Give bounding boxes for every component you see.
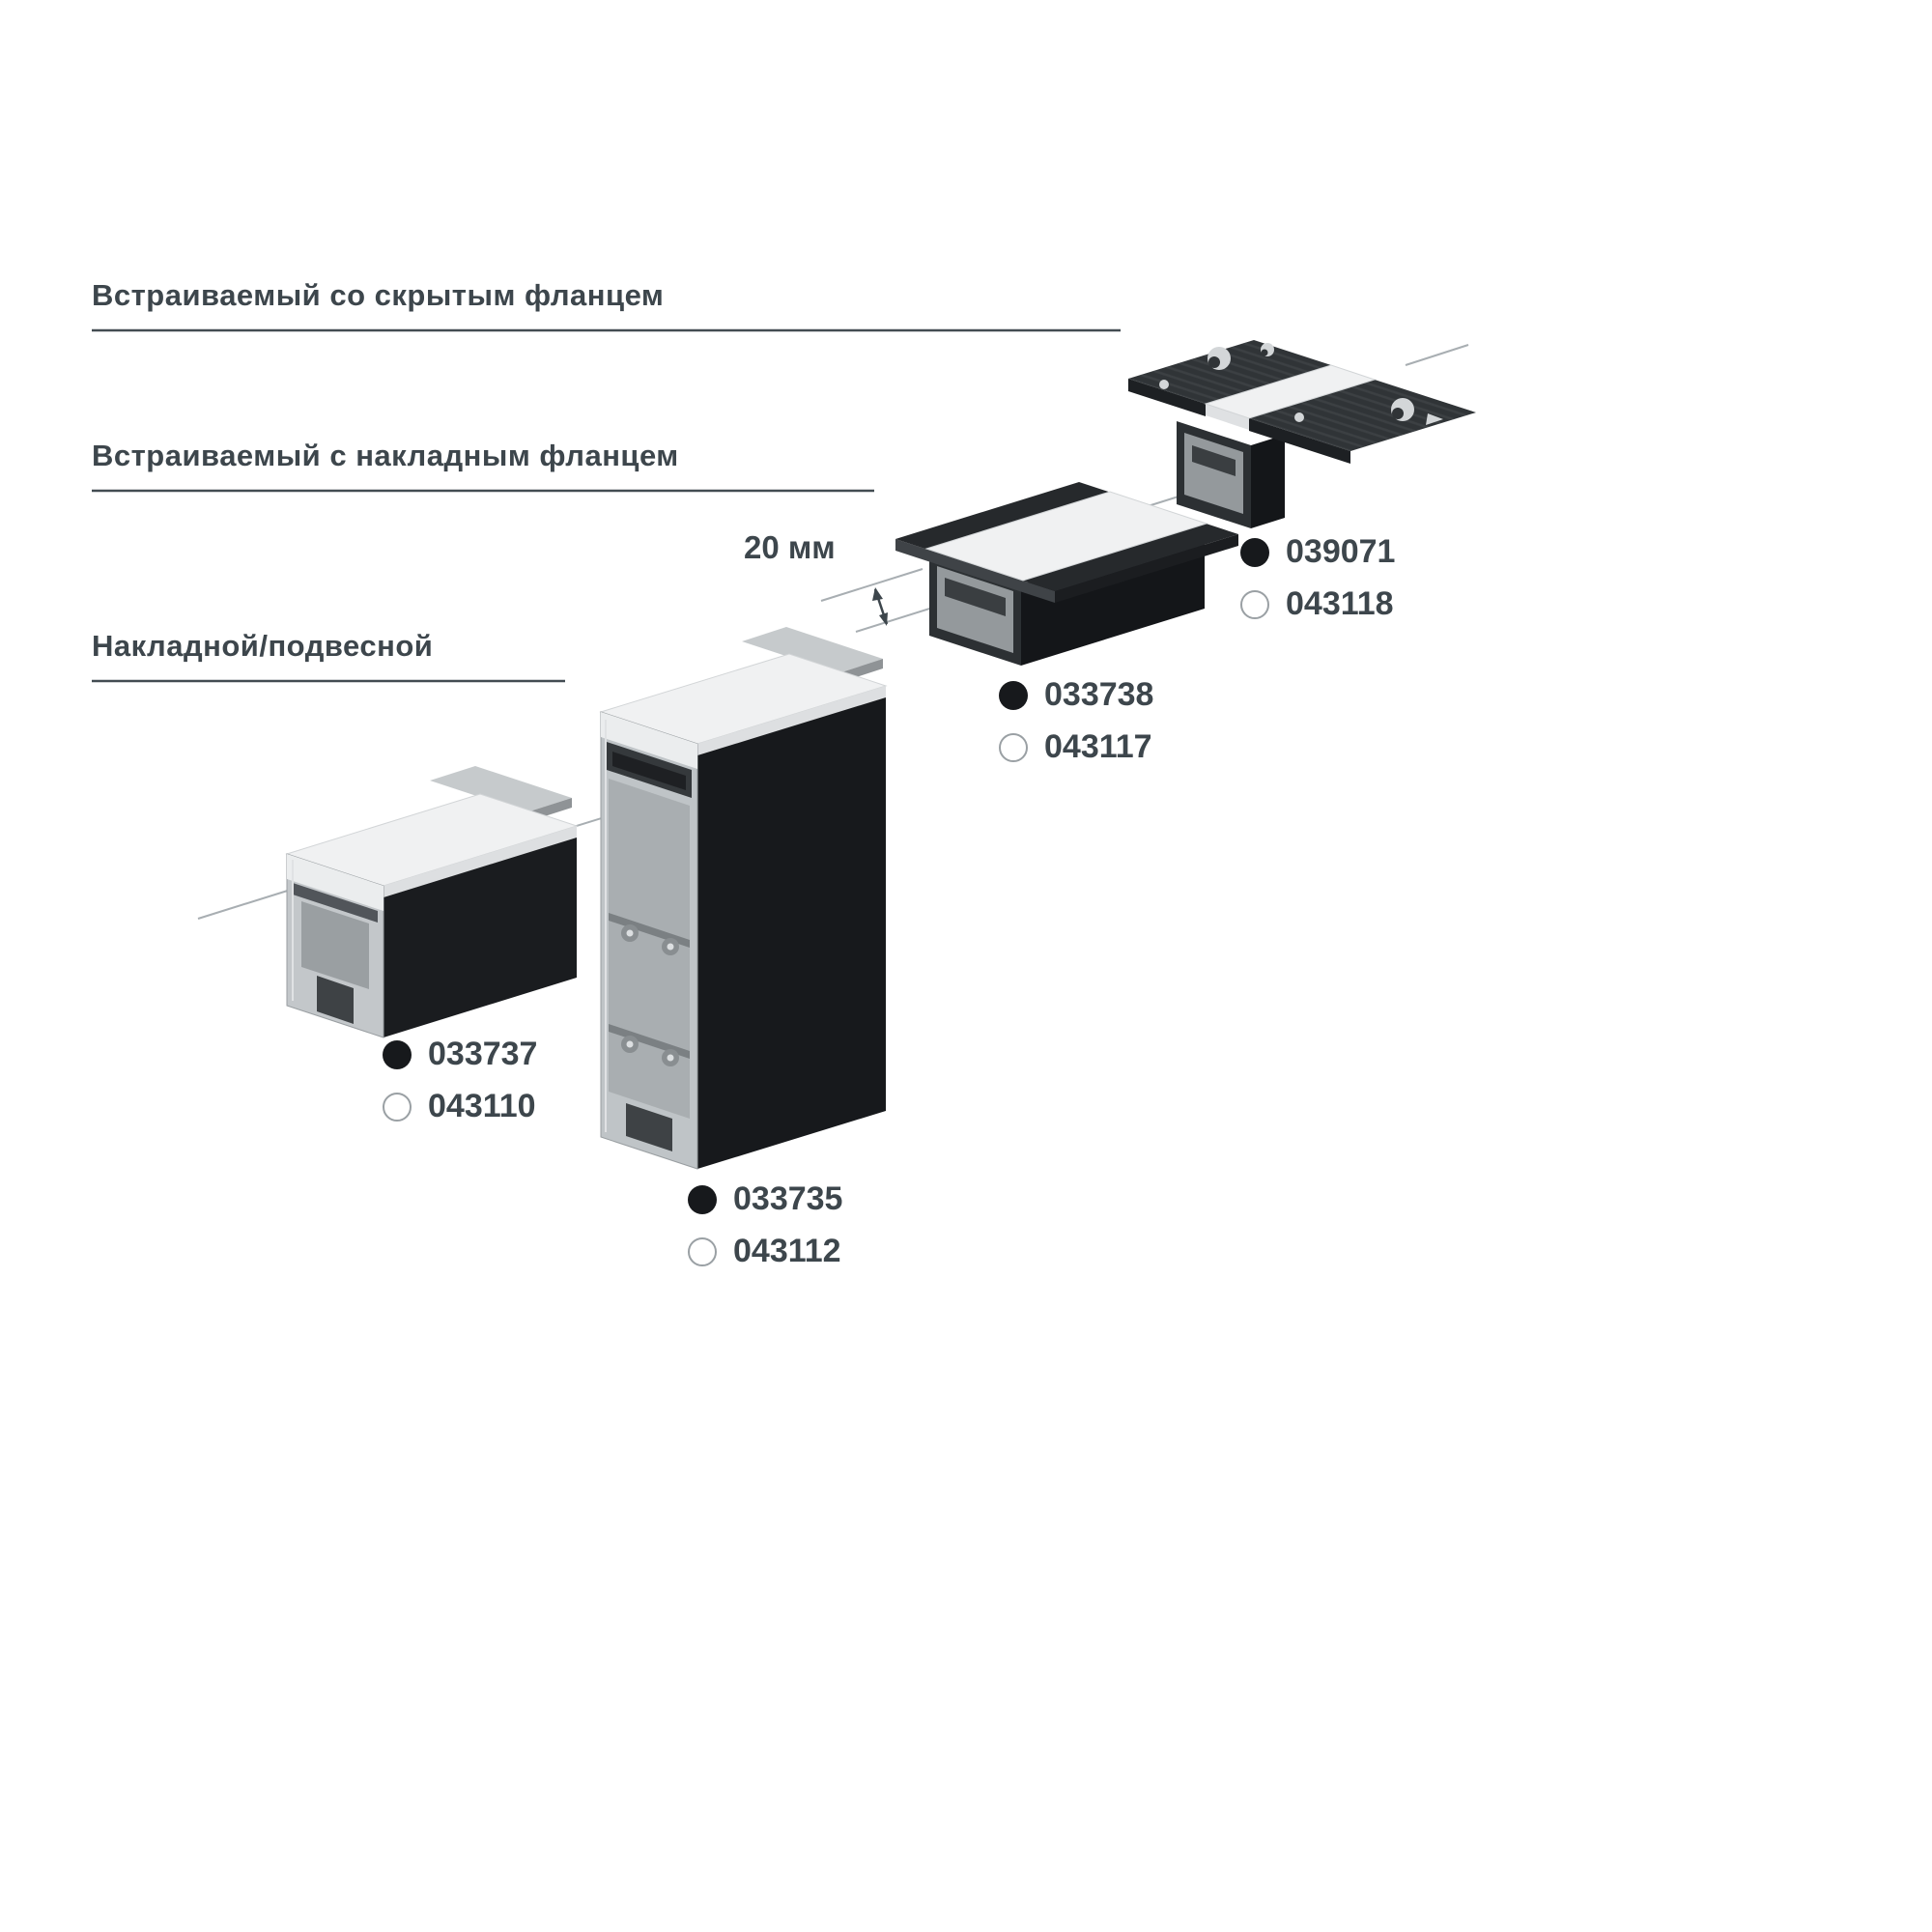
diffuser-top: [1204, 364, 1377, 419]
dimension-label: 20 мм: [744, 529, 836, 565]
black-variant-dot-icon: [999, 680, 1028, 710]
black-variant-dot-icon: [688, 1184, 717, 1214]
product-codes-039071: 039071 043118: [1240, 533, 1395, 623]
flange-front-edge: [895, 539, 1055, 603]
profile-039071-illustration: [1128, 340, 1476, 528]
product-code-black: 039071: [1286, 533, 1396, 570]
profile-033735-illustration: [599, 627, 888, 1170]
code-row-white: 043112: [688, 1233, 842, 1270]
profile-body-side: [384, 838, 577, 1037]
product-code-black: 033738: [1044, 676, 1154, 713]
code-row-black: 033737: [383, 1036, 537, 1073]
product-codes-033738: 033738 043117: [999, 676, 1153, 766]
black-variant-dot-icon: [1240, 537, 1269, 567]
code-row-black: 039071: [1240, 533, 1395, 571]
profile-body-side: [697, 697, 886, 1169]
code-row-black: 033738: [999, 676, 1153, 714]
code-row-white: 043110: [383, 1088, 537, 1125]
white-variant-dot-icon: [688, 1236, 717, 1266]
code-row-white: 043118: [1240, 585, 1395, 623]
white-variant-dot-icon: [1240, 589, 1269, 619]
diffuser-top: [924, 491, 1208, 582]
code-row-black: 033735: [688, 1180, 842, 1218]
profile-033738-illustration: [895, 482, 1238, 666]
black-variant-dot-icon: [383, 1039, 412, 1069]
profile-033737-illustration: [285, 766, 579, 1038]
code-row-white: 043117: [999, 728, 1153, 766]
product-codes-033737: 033737 043110: [383, 1036, 537, 1125]
label-surface-suspended: Накладной/подвесной: [92, 629, 434, 663]
product-code-white: 043117: [1044, 728, 1152, 765]
label-recessed-hidden-flange: Встраиваемый со скрытым фланцем: [92, 278, 665, 312]
product-code-white: 043110: [428, 1088, 536, 1124]
label-recessed-surface-flange: Встраиваемый с накладным фланцем: [92, 439, 679, 472]
dimension-arrow: [872, 587, 889, 626]
label-leader-lines: [92, 328, 1121, 683]
product-codes-033735: 033735 043112: [688, 1180, 842, 1270]
product-code-white: 043112: [733, 1233, 841, 1269]
product-code-black: 033737: [428, 1036, 538, 1072]
product-code-white: 043118: [1286, 585, 1394, 622]
product-code-black: 033735: [733, 1180, 843, 1217]
white-variant-dot-icon: [999, 732, 1028, 762]
white-variant-dot-icon: [383, 1092, 412, 1122]
